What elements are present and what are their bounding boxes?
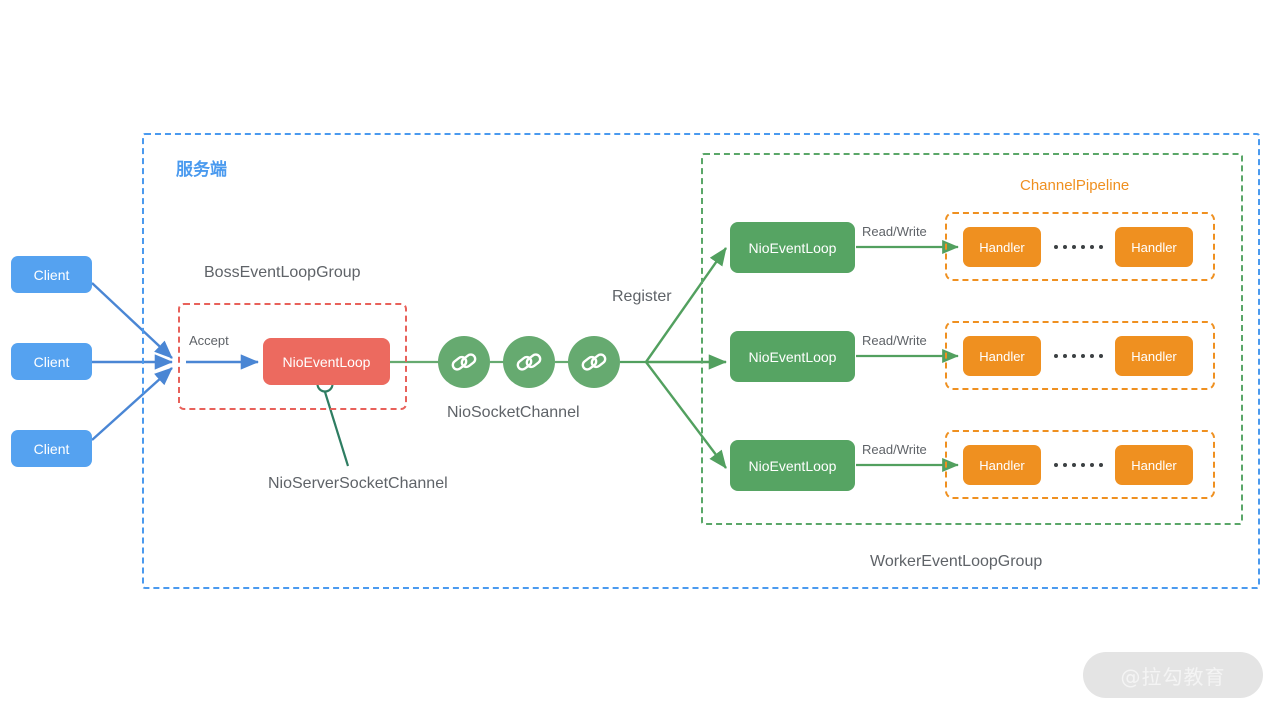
- handler-box-2b[interactable]: Handler: [1115, 336, 1193, 376]
- worker-nio-event-loop-box-3[interactable]: NioEventLoop: [730, 440, 855, 491]
- worker-event-loop-group-label: WorkerEventLoopGroup: [870, 553, 1043, 570]
- boss-group-box: [178, 303, 407, 410]
- nio-event-loop-label: NioEventLoop: [282, 353, 371, 370]
- handler-label: Handler: [979, 239, 1025, 255]
- client-box-3[interactable]: Client: [11, 430, 92, 467]
- nio-socket-channel-label: NioSocketChannel: [447, 404, 580, 421]
- accept-label: Accept: [189, 333, 229, 348]
- server-title-label: 服务端: [176, 160, 227, 179]
- boss-event-loop-group-label: BossEventLoopGroup: [204, 264, 361, 281]
- client-label: Client: [33, 440, 70, 457]
- ellipsis-dots-1: [1054, 245, 1103, 249]
- worker-group-box: [701, 153, 1243, 525]
- ellipsis-dots-2: [1054, 354, 1103, 358]
- handler-box-1b[interactable]: Handler: [1115, 227, 1193, 267]
- nio-event-loop-label: NioEventLoop: [748, 457, 837, 474]
- handler-label: Handler: [979, 457, 1025, 473]
- client-label: Client: [33, 353, 70, 370]
- handler-label: Handler: [1131, 457, 1177, 473]
- client-box-2[interactable]: Client: [11, 343, 92, 380]
- link-icon-3: [568, 336, 620, 388]
- ellipsis-dots-3: [1054, 463, 1103, 467]
- handler-label: Handler: [1131, 239, 1177, 255]
- channel-pipeline-label: ChannelPipeline: [1020, 177, 1130, 194]
- client-box-1[interactable]: Client: [11, 256, 92, 293]
- handler-box-1a[interactable]: Handler: [963, 227, 1041, 267]
- nio-event-loop-label: NioEventLoop: [748, 348, 837, 365]
- client-label: Client: [33, 266, 70, 283]
- read-write-label-1: Read/Write: [862, 224, 927, 239]
- watermark-text: @拉勾教育: [1120, 664, 1226, 689]
- register-label: Register: [612, 288, 672, 305]
- link-icon-2: [503, 336, 555, 388]
- nio-server-socket-channel-label: NioServerSocketChannel: [268, 475, 448, 492]
- boss-nio-event-loop-box[interactable]: NioEventLoop: [263, 338, 390, 385]
- link-icon: [581, 353, 607, 371]
- read-write-label-2: Read/Write: [862, 333, 927, 348]
- handler-box-2a[interactable]: Handler: [963, 336, 1041, 376]
- read-write-label-3: Read/Write: [862, 442, 927, 457]
- server-boundary-box: [142, 133, 1260, 589]
- channel-pipeline-box-3: [945, 430, 1215, 499]
- link-icon-1: [438, 336, 490, 388]
- worker-nio-event-loop-box-1[interactable]: NioEventLoop: [730, 222, 855, 273]
- channel-pipeline-box-1: [945, 212, 1215, 281]
- link-icon: [451, 353, 477, 371]
- handler-label: Handler: [979, 348, 1025, 364]
- handler-label: Handler: [1131, 348, 1177, 364]
- worker-nio-event-loop-box-2[interactable]: NioEventLoop: [730, 331, 855, 382]
- channel-pipeline-box-2: [945, 321, 1215, 390]
- handler-box-3b[interactable]: Handler: [1115, 445, 1193, 485]
- watermark-badge: @拉勾教育: [1083, 652, 1263, 698]
- link-icon: [516, 353, 542, 371]
- nio-event-loop-label: NioEventLoop: [748, 239, 837, 256]
- handler-box-3a[interactable]: Handler: [963, 445, 1041, 485]
